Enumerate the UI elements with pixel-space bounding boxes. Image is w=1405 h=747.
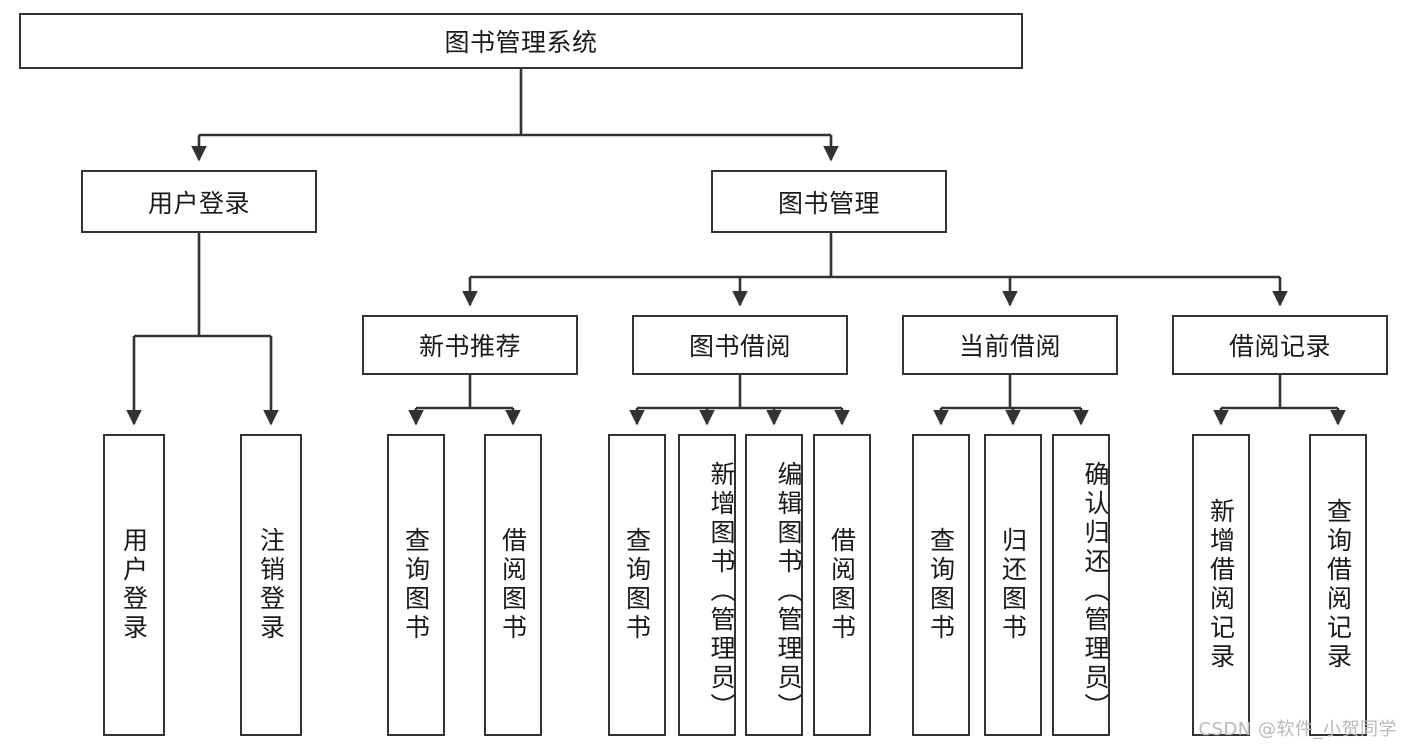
node-leaf-query-books-borrow[interactable]: 查询图书 <box>608 434 666 736</box>
node-leaf-query-books-new[interactable]: 查询图书 <box>387 434 445 736</box>
node-leaf-borrow-books-new[interactable]: 借阅图书 <box>484 434 542 736</box>
node-leaf-borrow-books[interactable]: 借阅图书 <box>813 434 871 736</box>
node-leaf-query-borrow-record[interactable]: 查询借阅记录 <box>1309 434 1367 736</box>
node-borrow-records[interactable]: 借阅记录 <box>1172 315 1388 375</box>
node-book-management[interactable]: 图书管理 <box>711 170 947 233</box>
node-leaf-confirm-return-admin[interactable]: 确认归还（管理员） <box>1052 434 1110 736</box>
node-leaf-add-book-admin[interactable]: 新增图书（管理员） <box>678 434 736 736</box>
node-leaf-return-books[interactable]: 归还图书 <box>984 434 1042 736</box>
node-root-system[interactable]: 图书管理系统 <box>19 13 1023 69</box>
csdn-watermark: CSDN @软件_小贺同学 <box>1198 719 1397 740</box>
node-leaf-logout-login[interactable]: 注销登录 <box>240 434 302 736</box>
node-new-book-recommend[interactable]: 新书推荐 <box>362 315 578 375</box>
node-user-login[interactable]: 用户登录 <box>81 170 317 233</box>
node-leaf-edit-book-admin[interactable]: 编辑图书（管理员） <box>745 434 803 736</box>
node-leaf-user-login[interactable]: 用户登录 <box>103 434 165 736</box>
node-leaf-add-borrow-record[interactable]: 新增借阅记录 <box>1192 434 1250 736</box>
node-book-borrow[interactable]: 图书借阅 <box>632 315 848 375</box>
node-leaf-query-books-current[interactable]: 查询图书 <box>912 434 970 736</box>
node-current-borrow[interactable]: 当前借阅 <box>902 315 1118 375</box>
